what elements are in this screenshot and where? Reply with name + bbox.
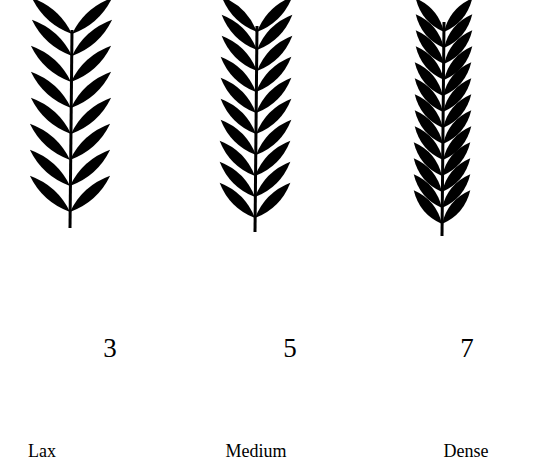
medium-spike <box>216 0 296 232</box>
score-number: 7 <box>460 335 474 362</box>
density-label: Dense <box>444 442 489 460</box>
dense-spike <box>410 0 477 236</box>
lax-spike <box>26 0 116 228</box>
density-label: Lax <box>28 442 56 460</box>
density-label: Medium <box>226 442 287 460</box>
score-number: 5 <box>283 335 297 362</box>
score-number: 3 <box>103 335 117 362</box>
